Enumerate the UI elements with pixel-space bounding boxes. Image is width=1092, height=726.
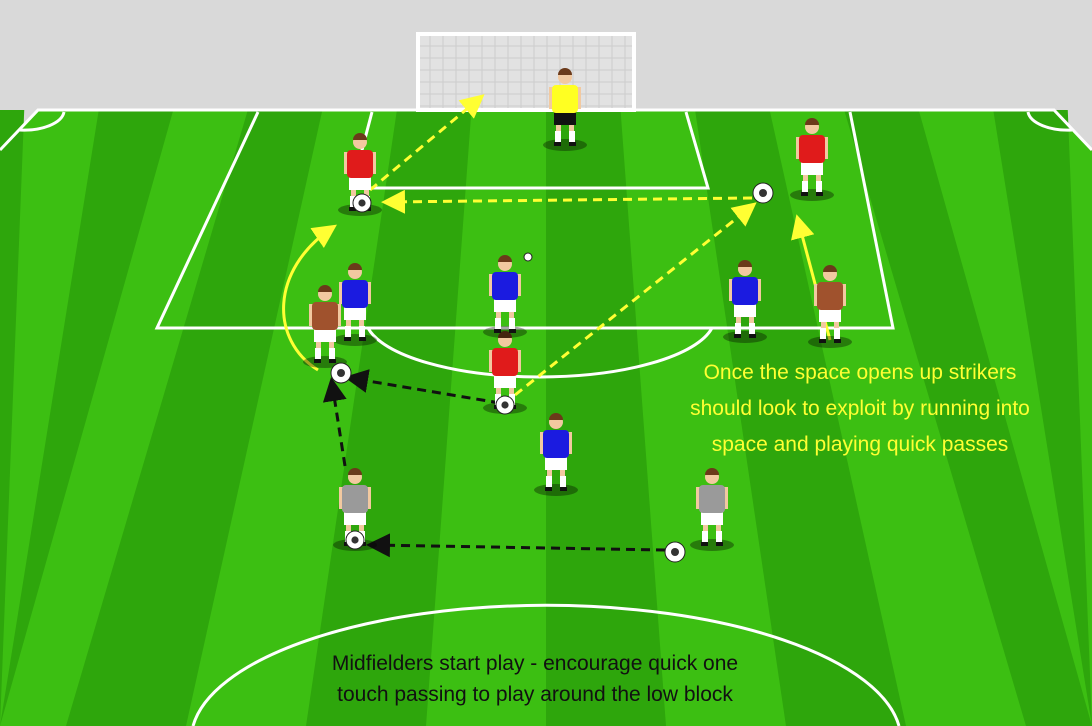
cross-pass-arrow (381, 189, 753, 214)
note-line: Midfielders start play - encourage quick… (331, 652, 739, 675)
player-attacker (338, 133, 382, 216)
through-pass-arrow (514, 202, 757, 397)
player-attacker (790, 118, 834, 201)
midfield-pass-arrow (366, 533, 666, 558)
pitch-stripe (66, 110, 323, 726)
shot-arrow (369, 94, 485, 192)
pitch-stripe (993, 110, 1092, 726)
note-line: touch passing to play around the low blo… (337, 683, 733, 706)
pitch-stripe (0, 110, 25, 726)
ball (523, 252, 533, 262)
player-defender (723, 260, 767, 343)
note-line: should look to exploit by running into (690, 397, 1030, 420)
pitch-stripe (0, 110, 174, 726)
midfielders-note: Midfielders start play - encourage quick… (230, 648, 840, 710)
ball (330, 362, 352, 384)
ball (752, 182, 774, 204)
pass-back-arrow (344, 369, 501, 405)
ball (495, 395, 515, 415)
stand-area (0, 0, 1092, 110)
passes (282, 94, 832, 558)
player-midfielder (690, 468, 734, 551)
pitch-stripe (306, 110, 472, 726)
penalty-box (154, 111, 895, 330)
players (303, 68, 852, 551)
ball (664, 541, 686, 563)
pitch-stripe (844, 110, 1092, 726)
player-defender (483, 255, 527, 338)
ball (345, 530, 365, 550)
player-goalkeeper (543, 68, 587, 151)
player-striker (303, 285, 347, 368)
balls (330, 182, 774, 563)
strikers-note: Once the space opens up strikers should … (630, 355, 1090, 463)
corner-arc-right (1026, 111, 1073, 132)
corner-arc-left (19, 111, 66, 132)
player-striker (808, 265, 852, 348)
striker-run-left (282, 224, 337, 372)
center-circle (191, 603, 901, 726)
goal (416, 32, 636, 112)
pitch-stripe (546, 110, 666, 726)
player-defender (534, 413, 578, 496)
note-line: space and playing quick passes (711, 433, 1009, 456)
player-defender (333, 263, 377, 346)
ball (352, 193, 372, 213)
note-line: Once the space opens up strikers (703, 361, 1017, 384)
